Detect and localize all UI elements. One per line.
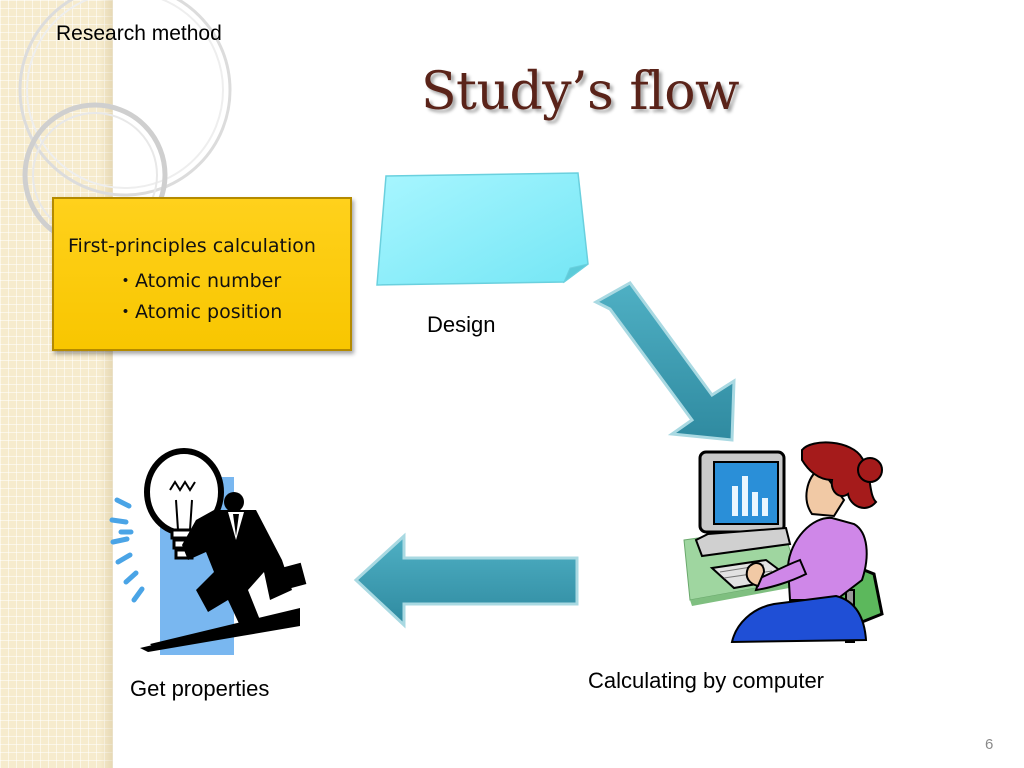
arrow-design-to-computer bbox=[592, 281, 736, 442]
get-properties-label: Get properties bbox=[130, 676, 270, 701]
page-number: 6 bbox=[985, 736, 994, 753]
info-item-atomic-number: ・Atomic number bbox=[116, 270, 282, 292]
arrow-computer-to-properties bbox=[353, 532, 579, 629]
slide-title: Study’s flow bbox=[420, 62, 740, 122]
section-label: Research method bbox=[56, 22, 222, 45]
design-note-shape bbox=[376, 172, 589, 286]
info-box-heading: First-principles calculation bbox=[68, 235, 316, 257]
computer-user-illustration bbox=[683, 441, 884, 644]
design-label: Design bbox=[427, 312, 496, 337]
decorative-left-strip bbox=[0, 0, 113, 768]
method-info-box: First-principles calculation ・Atomic num… bbox=[52, 197, 352, 351]
calculating-label: Calculating by computer bbox=[588, 668, 825, 693]
info-item-atomic-position: ・Atomic position bbox=[116, 301, 283, 323]
lightbulb-figure-illustration bbox=[109, 448, 307, 655]
